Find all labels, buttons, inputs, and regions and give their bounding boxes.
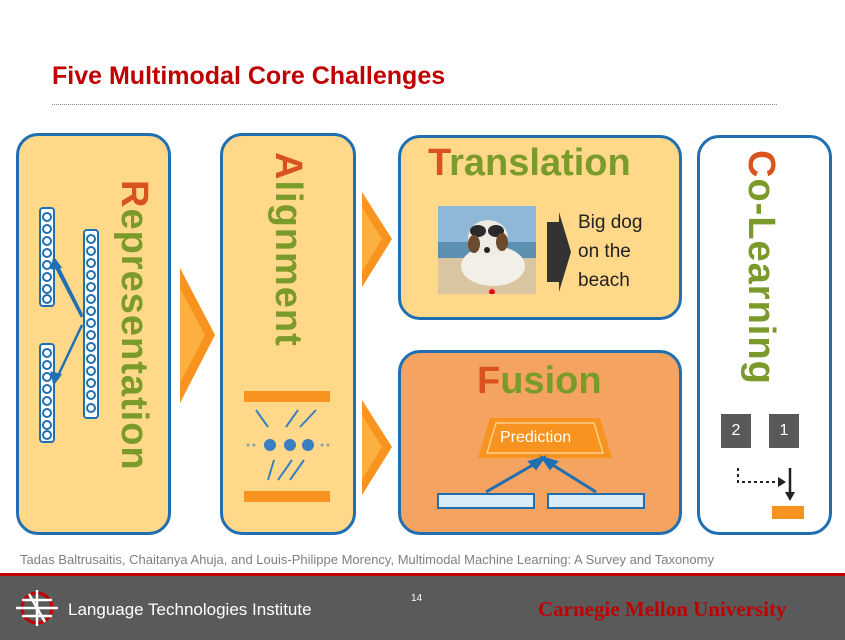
university-name: Carnegie Mellon University <box>538 597 787 621</box>
caption-line: on the <box>578 241 631 262</box>
representation-arrows <box>50 256 84 386</box>
footer-bar <box>0 576 845 640</box>
arrow-alignment-to-fusion <box>362 400 392 495</box>
slide-title: Five Multimodal Core Challenges <box>52 62 446 90</box>
vector-column-bottom-left <box>39 343 55 443</box>
colearning-rest: o-Learning <box>740 178 782 385</box>
institute-name: Language Technologies Institute <box>68 600 312 619</box>
alignment-bottom-bar <box>244 491 330 502</box>
colearning-box <box>697 135 832 535</box>
representation-heading: Representation <box>112 180 155 471</box>
alignment-top-bar <box>244 391 330 402</box>
alignment-nodes <box>264 439 314 451</box>
arrow-representation-to-alignment <box>180 268 215 403</box>
fusion-right-input <box>547 493 645 509</box>
translation-heading: Translation <box>428 142 631 185</box>
translation-arrow <box>547 212 571 292</box>
footer-red-line <box>0 573 845 576</box>
colearning-box-1: 1 <box>769 414 799 448</box>
colearning-target-bar <box>772 506 804 519</box>
fusion-first-letter: F <box>477 360 501 402</box>
caption-line: beach <box>578 270 630 291</box>
alignment-heading: Alignment <box>266 152 309 347</box>
colearning-box-2: 2 <box>721 414 751 448</box>
page-number: 14 <box>411 593 423 604</box>
fusion-rest: usion <box>500 360 602 402</box>
alignment-box <box>220 133 356 535</box>
vector-column-right <box>83 229 99 419</box>
prediction-trapezoid <box>478 418 612 458</box>
title-divider <box>52 104 777 105</box>
colearning-first-letter: C <box>740 150 782 179</box>
fusion-diagram <box>437 418 645 509</box>
fusion-heading: Fusion <box>477 360 602 403</box>
prediction-label: Prediction <box>500 429 572 446</box>
representation-rest: epresentation <box>113 208 155 471</box>
translation-rest: ranslation <box>449 142 631 184</box>
arrow-alignment-to-translation <box>362 192 392 287</box>
vector-column-top-left <box>39 207 55 307</box>
alignment-first-letter: A <box>267 152 309 181</box>
representation-diagram <box>39 207 99 443</box>
alignment-diagram <box>244 391 330 502</box>
translation-caption: Big dog on the beach <box>578 208 642 295</box>
dog-on-beach-image <box>438 206 536 294</box>
fusion-left-input <box>437 493 535 509</box>
colearning-heading: Co-Learning <box>739 150 782 385</box>
alignment-rest: lignment <box>267 180 309 347</box>
translation-first-letter: T <box>428 142 450 184</box>
representation-first-letter: R <box>113 180 155 209</box>
citation: Tadas Baltrusaitis, Chaitanya Ahuja, and… <box>20 552 714 567</box>
alignment-down-arrows <box>255 409 317 481</box>
caption-line: Big dog <box>578 212 643 233</box>
lti-logo-icon <box>16 590 58 626</box>
colearning-arrows <box>737 468 804 519</box>
